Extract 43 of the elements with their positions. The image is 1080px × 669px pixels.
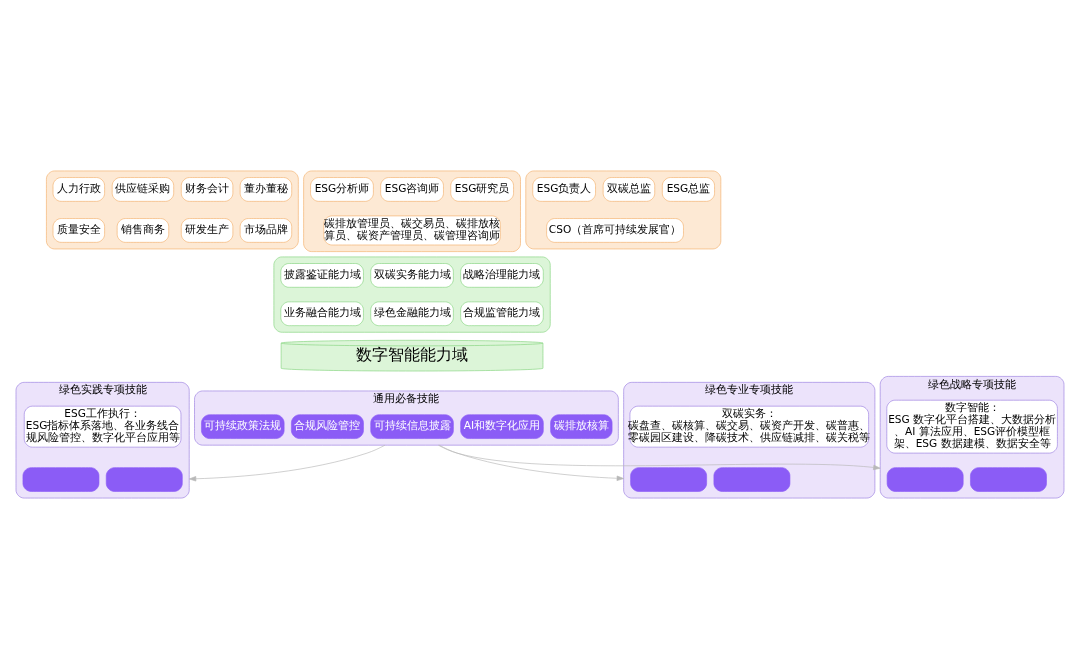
arrow [438, 444, 624, 481]
node-box: 业务融合能力域 [280, 301, 364, 326]
cluster [525, 170, 722, 250]
node-box: ESG分析师 [310, 177, 374, 202]
node-box [105, 467, 183, 492]
arrow [437, 444, 881, 471]
node-box: ESG咨询师 [380, 177, 444, 202]
node-box: 碳排放管理员、碳交易员、碳排放核算员、碳资产管理员、碳管理咨询师 [323, 215, 501, 246]
arrow [188, 444, 386, 482]
node-box: 碳排放核算 [550, 414, 613, 439]
node-box [22, 467, 100, 492]
cluster [303, 170, 521, 252]
node-box: 供应链采购 [111, 177, 174, 202]
node-box: 董办董秘 [239, 177, 293, 202]
node-box: 市场品牌 [239, 218, 293, 243]
node-box [970, 467, 1047, 492]
node-box: 合规监管能力域 [460, 301, 544, 326]
node-box: 数字智能： ESG 数字化平台搭建、大数据分析、AI 算法应用、ESG评价模型框架、ESG 数据建模、数据安全等 [886, 399, 1058, 454]
node-box: 披露鉴证能力域 [280, 263, 364, 288]
node-box: 双碳实务能力域 [370, 263, 454, 288]
node-box: 可持续信息披露 [370, 414, 454, 439]
node-box [713, 467, 791, 492]
node-box: ESG负责人 [532, 177, 596, 202]
node-box: 研发生产 [180, 218, 234, 243]
node-box: 可持续政策法规 [201, 414, 285, 439]
node-box: 双碳实务： 碳盘查、碳核算、碳交易、碳资产开发、碳普惠、零碳园区建设、降碳技术、供应链减排、碳关税等 [629, 405, 869, 448]
node-box [886, 467, 964, 492]
node-box: 质量安全 [52, 218, 105, 243]
node-box: CSO（首席可持续发展官） [546, 218, 684, 243]
cluster [46, 170, 299, 250]
node-box: ESG研究员 [450, 177, 514, 202]
node-box: 双碳总监 [602, 177, 656, 202]
node-box: ESG总监 [662, 177, 715, 202]
node-box [630, 467, 707, 492]
node-box: 战略治理能力域 [460, 263, 544, 288]
node-box: 人力行政 [52, 177, 105, 202]
node-box: 财务会计 [180, 177, 234, 202]
node-box: 合规风险管控 [291, 414, 364, 439]
cluster [273, 256, 551, 333]
node-box: 销售商务 [116, 218, 170, 243]
node-box: ESG工作执行： ESG指标体系落地、各业务线合规风险管控、数字化平台应用等 [23, 405, 182, 448]
node-box: AI和数字化应用 [460, 414, 544, 439]
node-box: 绿色金融能力域 [370, 301, 454, 326]
